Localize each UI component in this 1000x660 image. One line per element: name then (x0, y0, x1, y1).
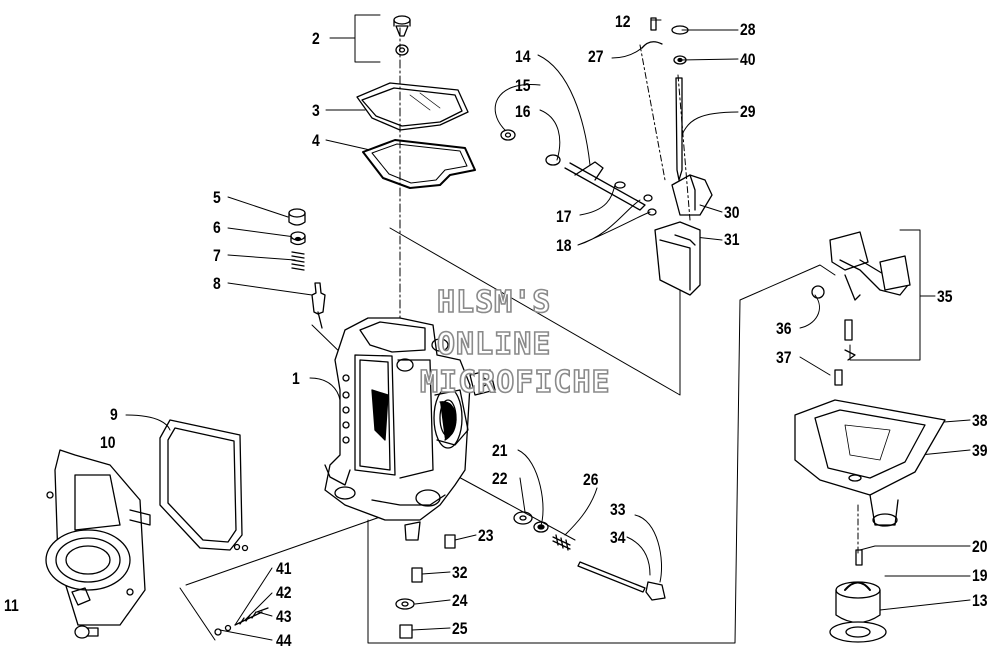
callout-15: 15 (515, 76, 531, 95)
callout-35: 35 (937, 287, 953, 306)
callout-36: 36 (776, 319, 792, 338)
callout-12: 12 (615, 12, 631, 31)
callout-7: 7 (213, 246, 221, 265)
callout-38: 38 (972, 411, 988, 430)
callout-43: 43 (276, 607, 292, 626)
callout-30: 30 (724, 203, 740, 222)
callout-11: 11 (4, 596, 19, 615)
adapter-and-gasket (45, 419, 249, 639)
callout-44: 44 (276, 631, 292, 650)
leader-lines (79, 14, 971, 644)
callout-42: 42 (276, 583, 292, 602)
callout-2: 2 (312, 29, 320, 48)
throttle-linkage (500, 17, 663, 216)
jets (395, 534, 456, 639)
callout-18: 18 (556, 236, 572, 255)
watermark-line-3: MICROFICHE (419, 365, 611, 400)
callout-34: 34 (610, 528, 626, 547)
watermark-line-2: ONLINE (436, 327, 552, 362)
callout-32: 32 (452, 563, 468, 582)
callout-17: 17 (556, 207, 572, 226)
callout-13: 13 (972, 591, 988, 610)
top-cover-group (356, 15, 476, 189)
pilot-screw-parts (513, 511, 666, 601)
callout-16: 16 (515, 102, 531, 121)
callout-22: 22 (492, 469, 508, 488)
callout-29: 29 (740, 102, 756, 121)
callout-3: 3 (312, 101, 320, 120)
callout-39: 39 (972, 441, 988, 460)
callout-6: 6 (213, 218, 221, 237)
carburetor-body (324, 317, 496, 541)
callout-19: 19 (972, 566, 988, 585)
callout-5: 5 (213, 188, 221, 207)
callout-33: 33 (610, 500, 626, 519)
callout-28: 28 (740, 20, 756, 39)
float-bowl (794, 399, 946, 643)
slide-assembly (654, 25, 713, 296)
float-assembly (811, 231, 911, 386)
callout-27: 27 (588, 47, 604, 66)
callout-8: 8 (213, 274, 221, 293)
callout-31: 31 (724, 230, 740, 249)
callout-10: 10 (100, 433, 116, 452)
callout-4: 4 (312, 131, 320, 150)
callout-23: 23 (478, 526, 494, 545)
callout-41: 41 (276, 559, 292, 578)
callout-14: 14 (515, 47, 531, 66)
callout-20: 20 (972, 537, 988, 556)
parts-5-8 (288, 208, 326, 329)
air-screw-parts (214, 607, 269, 636)
callout-21: 21 (492, 441, 508, 460)
callout-40: 40 (740, 50, 756, 69)
callout-26: 26 (583, 470, 599, 489)
callout-9: 9 (110, 405, 118, 424)
callout-1: 1 (292, 369, 300, 388)
callout-37: 37 (776, 348, 792, 367)
callout-24: 24 (452, 591, 468, 610)
watermark-line-1: HLSM'S (436, 285, 552, 320)
callout-25: 25 (452, 619, 468, 638)
